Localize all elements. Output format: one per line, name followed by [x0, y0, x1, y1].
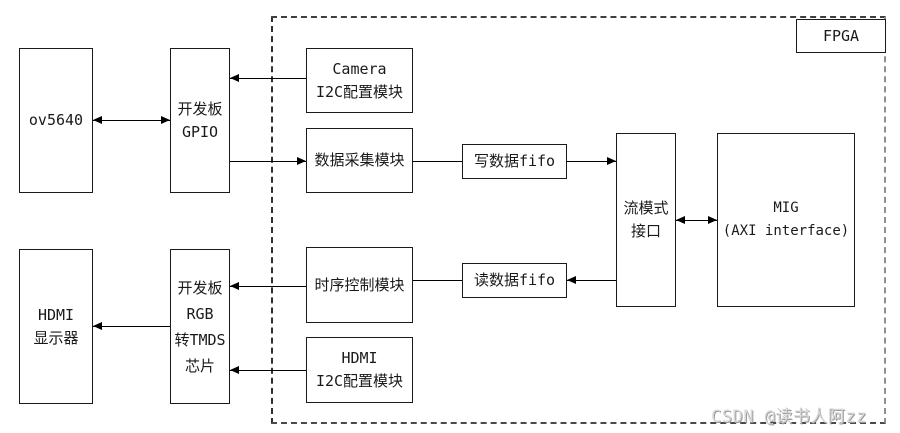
arrowhead-left-icon	[567, 276, 576, 284]
arrowhead-left-icon	[93, 116, 102, 124]
block-fpga-label: FPGA	[796, 19, 886, 53]
block-label: HDMI	[37, 305, 75, 324]
connector-write-fifo-stream-interface	[567, 161, 616, 162]
block-label: 转TMDS	[174, 330, 226, 349]
block-label: 芯片	[184, 356, 215, 375]
block-read-fifo: 读数据fifo	[462, 263, 567, 298]
fpga-label-text: FPGA	[822, 26, 860, 45]
block-label: I2C配置模块	[315, 372, 404, 390]
block-label: ov5640	[28, 111, 84, 129]
block-label: HDMI	[341, 349, 378, 367]
connector-gpio-data-capture	[230, 161, 306, 162]
block-label: (AXI interface)	[722, 223, 850, 239]
connector-stream-interface-read-fifo	[567, 280, 616, 281]
block-camera-i2c-config: Camera I2C配置模块	[306, 48, 413, 113]
arrowhead-left-icon	[676, 216, 685, 224]
block-label: 流模式	[623, 199, 669, 217]
block-hdmi-display: HDMI 显示器	[19, 249, 93, 404]
block-label: MIG	[773, 200, 799, 216]
arrowhead-left-icon	[230, 74, 239, 82]
block-stream-mode-interface: 流模式 接口	[616, 133, 676, 307]
block-label: 读数据fifo	[473, 271, 556, 289]
block-label: 写数据fifo	[473, 152, 556, 170]
block-label: 接口	[630, 222, 661, 240]
block-hdmi-i2c-config: HDMI I2C配置模块	[306, 337, 413, 403]
connector-camera-i2c-gpio	[230, 78, 306, 79]
fpga-boundary	[271, 16, 886, 424]
block-label: I2C配置模块	[315, 82, 404, 101]
block-label: 开发板	[177, 278, 223, 297]
block-label: 开发板	[177, 99, 223, 118]
block-timing-control: 时序控制模块	[306, 247, 413, 323]
csdn-watermark: CSDN @读书人阿zz	[711, 407, 867, 427]
connector-hdmi-i2c-tmds	[230, 370, 306, 371]
connector-stream-interface-mig	[676, 220, 717, 221]
arrowhead-right-icon	[708, 216, 717, 224]
block-devboard-gpio: 开发板 GPIO	[170, 48, 230, 193]
block-data-capture: 数据采集模块	[306, 128, 413, 193]
block-mig-axi: MIG (AXI interface)	[717, 133, 855, 307]
arrowhead-left-icon	[230, 366, 239, 374]
connector-ov5640-gpio	[93, 120, 170, 121]
arrowhead-left-icon	[93, 322, 102, 330]
block-label: Camera	[332, 59, 387, 78]
block-label: GPIO	[181, 122, 219, 141]
block-label: 数据采集模块	[314, 151, 405, 169]
arrowhead-right-icon	[161, 116, 170, 124]
block-write-fifo: 写数据fifo	[462, 144, 567, 179]
arrowhead-left-icon	[230, 282, 239, 290]
connector-timing-control-tmds	[230, 286, 306, 287]
block-label: 时序控制模块	[314, 275, 405, 294]
connector-tmds-hdmi-display	[93, 326, 170, 327]
block-label: 显示器	[33, 328, 79, 347]
block-ov5640: ov5640	[19, 48, 93, 193]
connector-read-fifo-timing-control	[413, 280, 462, 281]
connector-data-capture-write-fifo	[413, 161, 462, 162]
arrowhead-right-icon	[297, 157, 306, 165]
block-rgb-to-tmds-chip: 开发板 RGB 转TMDS 芯片	[170, 249, 230, 404]
arrowhead-right-icon	[607, 157, 616, 165]
block-label: RGB	[186, 304, 214, 323]
